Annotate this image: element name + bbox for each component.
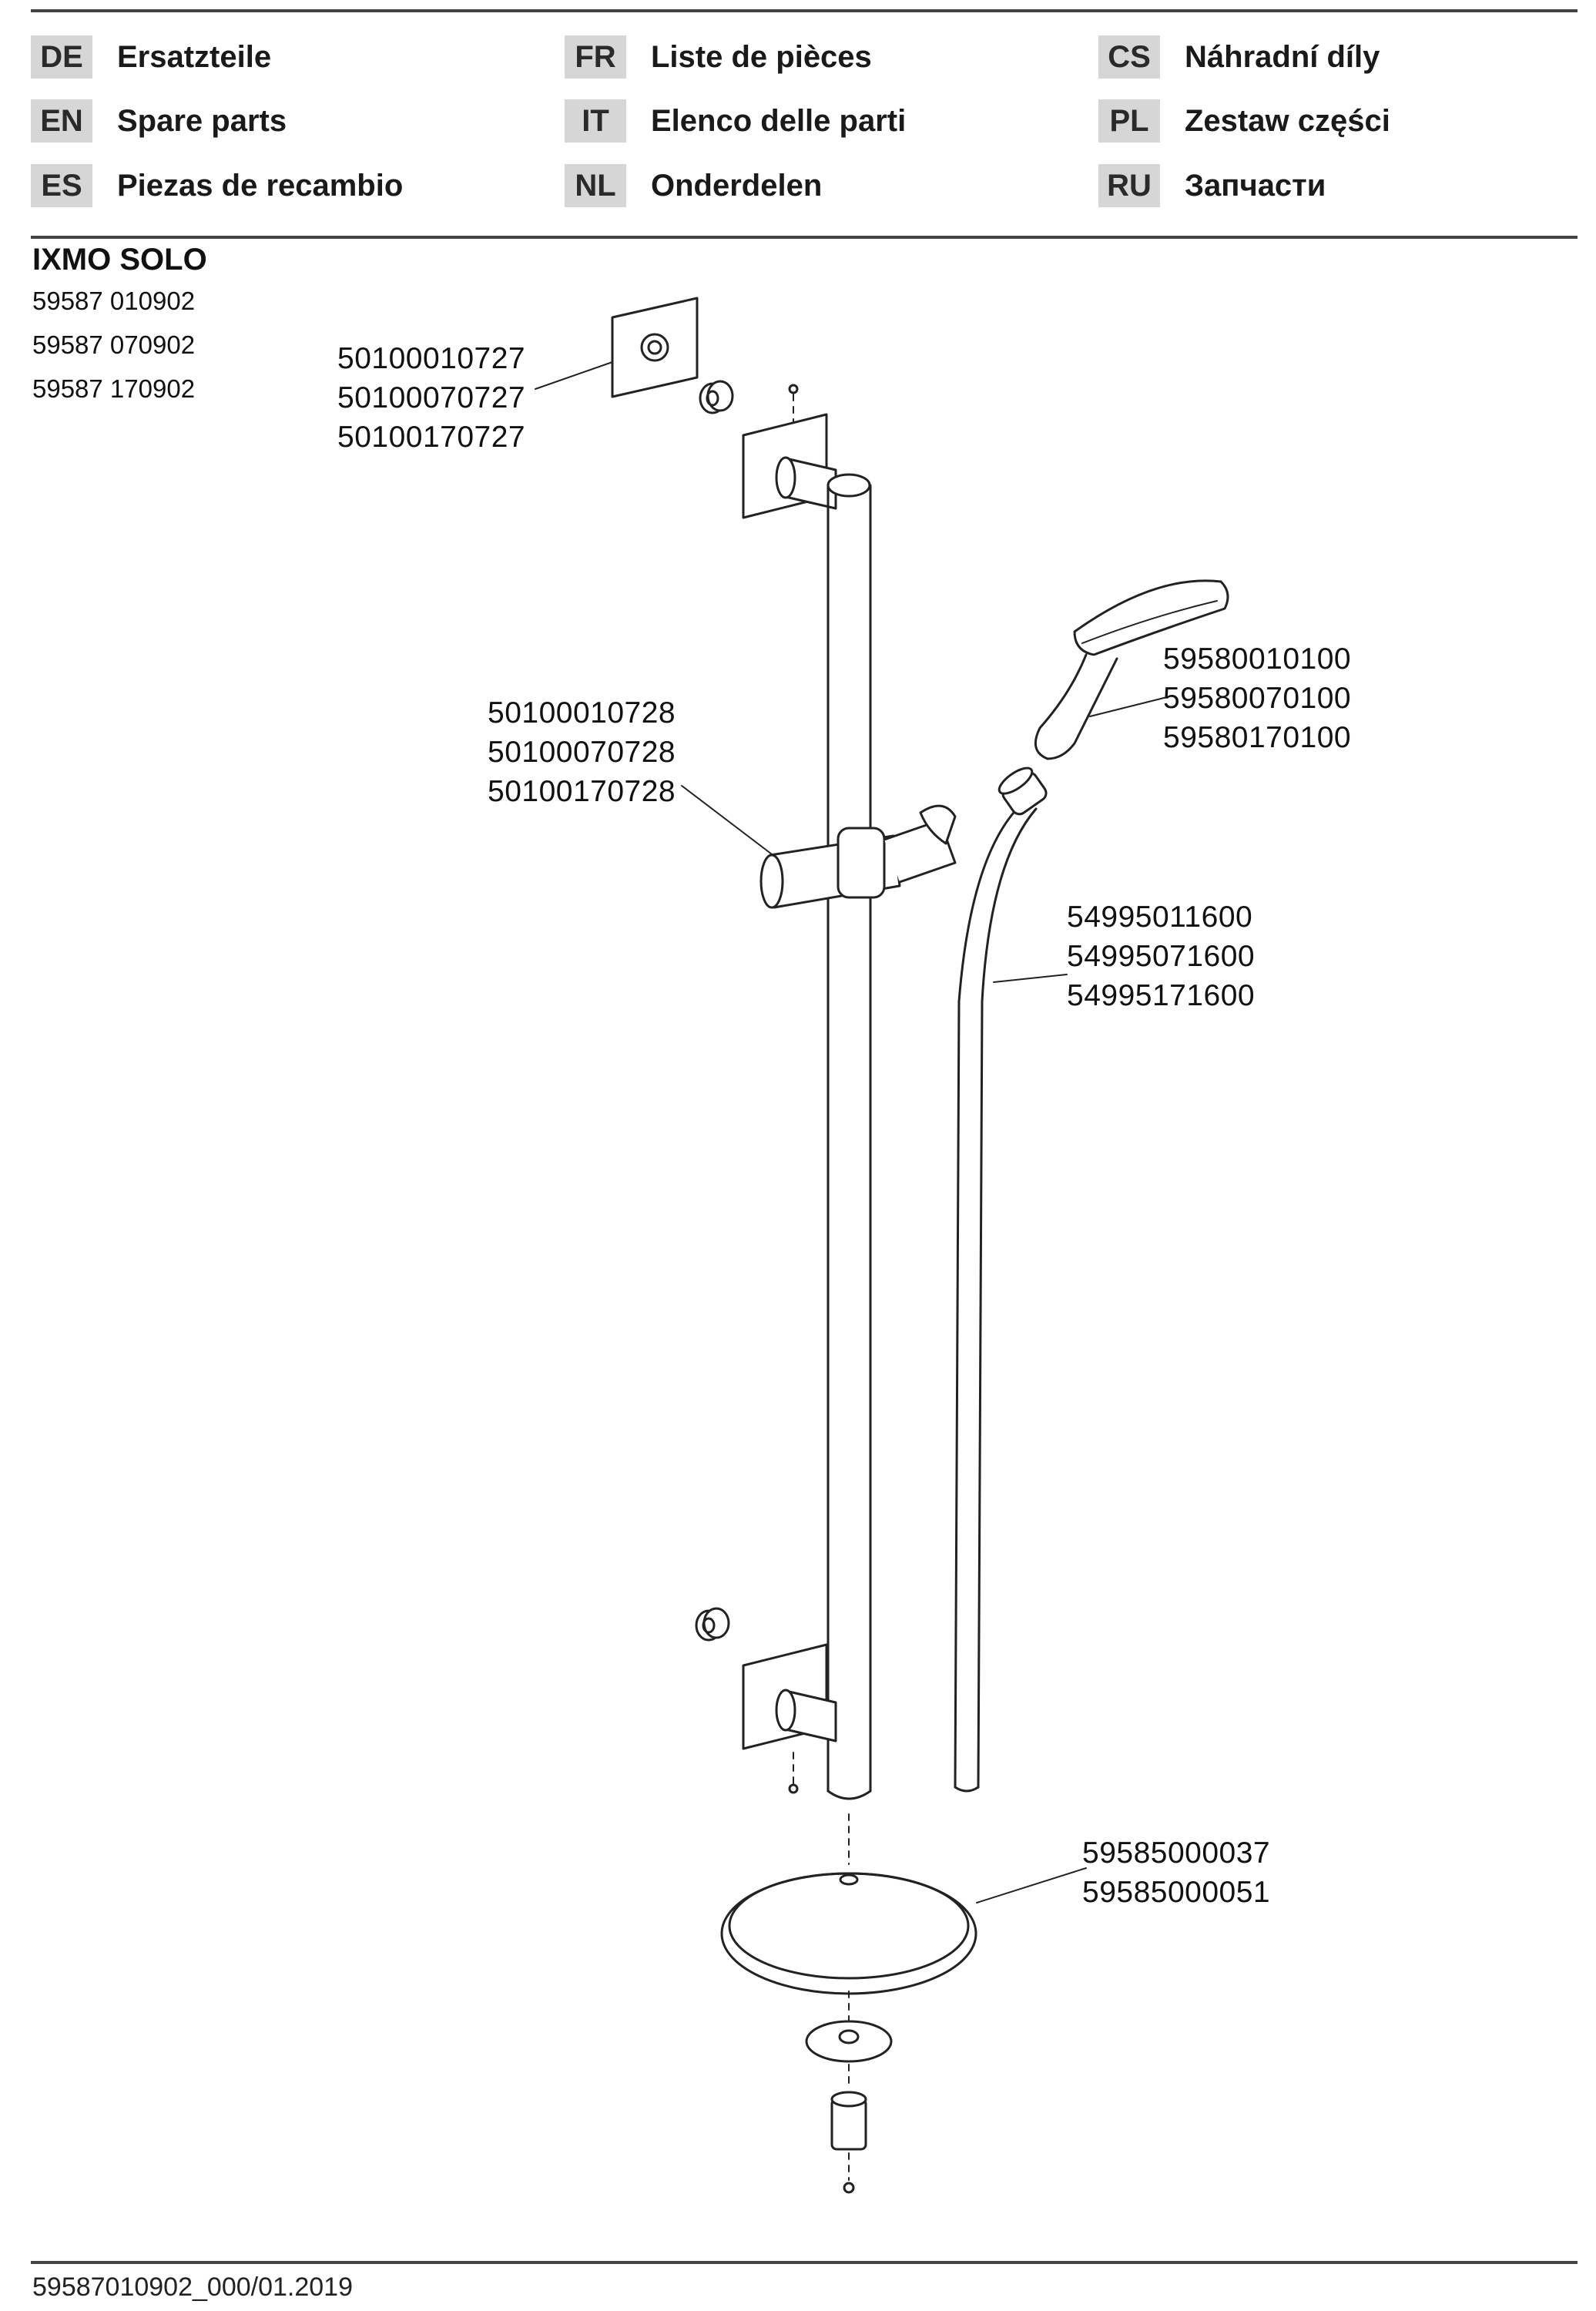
leader-lines [535,361,1168,1903]
lang-label: Zestaw części [1185,103,1390,138]
lang-label: Ersatzteile [117,39,272,74]
lang-label: Liste de pièces [651,39,872,74]
part-number: 50100170727 [337,421,526,454]
screw-bottom [788,1783,799,1794]
wall-cover-plate [611,297,699,398]
product-info: IXMO SOLO 59587 010902 59587 070902 5958… [32,240,207,411]
lang-nl: NL Onderdelen [565,163,822,208]
lang-it: IT Elenco delle parti [565,99,906,143]
slider-holder [759,804,957,909]
part-number: 50100070728 [488,736,676,769]
lang-de: DE Ersatzteile [31,35,271,79]
lang-en: EN Spare parts [31,99,287,143]
product-article: 59587 010902 [32,287,196,315]
product-article: 59587 070902 [32,330,196,359]
callout-hose: 54995011600 54995071600 54995171600 [1067,897,1255,1015]
part-number: 59585000051 [1082,1876,1271,1909]
product-article: 59587 170902 [32,374,196,403]
lang-code: CS [1098,35,1160,79]
part-number: 59580170100 [1163,721,1352,754]
callout-hand-shower: 59580010100 59580070100 59580170100 [1163,639,1351,757]
screw-top [788,384,799,394]
lang-label: Náhradní díly [1185,39,1380,74]
lang-cs: CS Náhradní díly [1098,35,1380,79]
part-number: 50100010727 [337,342,526,375]
lang-code: DE [31,35,92,79]
document-code: 59587010902_000/01.2019 [32,2272,353,2302]
callout-wall-bracket: 50100010727 50100070727 50100170727 [337,339,525,457]
lang-code: FR [565,35,626,79]
part-number: 59585000037 [1082,1836,1271,1870]
callout-slider: 50100010728 50100070728 50100170728 [488,693,676,811]
rosette-disc [805,2020,893,2063]
part-number: 59580070100 [1163,682,1352,715]
section-rule [31,236,1578,239]
soap-dish [720,1872,977,1995]
lang-code: EN [31,99,92,143]
lang-label: Запчасти [1185,168,1326,203]
screw-end [843,2182,855,2194]
upper-bracket [742,413,837,519]
lang-code: NL [565,164,626,207]
part-number: 50100170728 [488,775,676,808]
top-rule [31,9,1578,12]
part-number: 54995171600 [1067,979,1256,1012]
screw-plug-bottom [695,1607,730,1642]
lower-bracket [742,1643,837,1750]
screw-plug-top [699,380,734,414]
footer-rule [31,2261,1578,2264]
lang-label: Spare parts [117,103,287,138]
lang-label: Piezas de recambio [117,168,404,203]
hand-shower [1034,579,1229,760]
lang-code: IT [565,99,626,143]
part-number: 50100070727 [337,381,526,414]
part-number: 54995071600 [1067,940,1256,973]
part-number: 50100010728 [488,696,676,730]
bottom-connector [830,2091,867,2151]
callout-soap-dish: 59585000037 59585000051 [1082,1833,1270,1912]
lang-code: ES [31,164,92,207]
shower-hose [954,766,1048,1793]
part-number: 59580010100 [1163,642,1352,676]
lang-label: Elenco delle parti [651,103,907,138]
part-number: 54995011600 [1067,901,1253,934]
lang-label: Onderdelen [651,168,823,203]
lang-code: PL [1098,99,1160,143]
lang-pl: PL Zestaw części [1098,99,1390,143]
lang-fr: FR Liste de pièces [565,35,872,79]
slide-rail [826,473,872,1800]
lang-ru: RU Запчасти [1098,163,1326,208]
product-name: IXMO SOLO [32,243,207,277]
lang-code: RU [1098,164,1160,207]
lang-es: ES Piezas de recambio [31,163,403,208]
